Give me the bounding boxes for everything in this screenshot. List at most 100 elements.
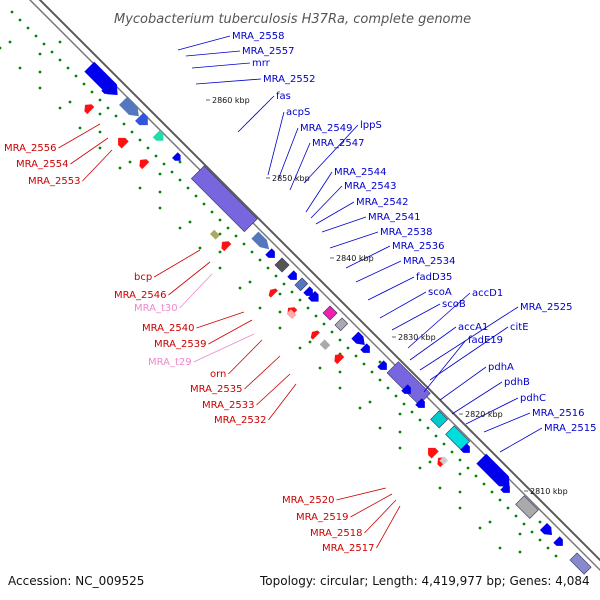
- genome-summary-text: Topology: circular; Length: 4,419,977 bp…: [259, 574, 590, 588]
- forward-gene-arrow: [135, 112, 148, 126]
- gc-dot: [158, 206, 162, 210]
- gc-dot: [278, 292, 282, 296]
- reverse-leader-line: [179, 273, 213, 309]
- reverse-leader-line: [58, 123, 101, 149]
- scale-mark-label: 2840 kbp: [336, 254, 374, 263]
- gc-dot: [186, 186, 190, 190]
- gc-dot: [0, 46, 2, 50]
- forward-gene-arrow: [377, 360, 387, 370]
- scale-mark-label: 2810 kbp: [530, 487, 568, 496]
- gc-dot: [10, 10, 14, 14]
- forward-gene-arrow: [152, 130, 164, 141]
- gc-dot: [398, 430, 402, 434]
- forward-leader-line: [409, 326, 457, 361]
- gc-dot: [138, 138, 142, 142]
- forward-leader-line: [423, 339, 467, 393]
- forward-leader-line: [367, 276, 415, 301]
- gc-dot: [330, 330, 334, 334]
- gc-dot: [128, 160, 132, 164]
- forward-gene-label: fadE19: [468, 335, 503, 346]
- forward-leader-line: [345, 245, 391, 269]
- gc-dot: [378, 426, 382, 430]
- gc-dot: [370, 370, 374, 374]
- gc-dot: [282, 282, 286, 286]
- gc-dot: [18, 18, 22, 22]
- gc-dot: [122, 122, 126, 126]
- reverse-gene-arrow: [221, 241, 232, 252]
- forward-gene-arrow: [415, 398, 425, 408]
- gc-dot: [26, 26, 30, 30]
- gc-dot: [450, 450, 454, 454]
- forward-gene-label: MRA_2544: [334, 167, 386, 178]
- gc-dot: [290, 290, 294, 294]
- forward-leader-line: [195, 78, 262, 85]
- forward-gene-arrow: [172, 152, 181, 161]
- gc-dot: [68, 100, 72, 104]
- forward-gene-arrow: [303, 286, 313, 296]
- reverse-leader-line: [376, 505, 401, 549]
- accession-text: Accession: NC_009525: [8, 574, 144, 588]
- gc-dot: [518, 532, 522, 536]
- forward-gene-arrow: [287, 270, 297, 280]
- reverse-gene-arrow: [84, 104, 95, 115]
- gc-dot: [114, 114, 118, 118]
- reverse-leader-line: [244, 355, 281, 390]
- forward-gene-block: [190, 165, 258, 233]
- gc-dot: [398, 446, 402, 450]
- forward-leader-line: [407, 292, 471, 349]
- reverse-leader-line: [196, 311, 245, 329]
- gc-dot: [522, 522, 526, 526]
- gc-dot: [554, 554, 558, 558]
- forward-gene-label: MRA_2549: [300, 123, 352, 134]
- reverse-gene-label: MRA_2519: [296, 512, 348, 523]
- forward-gene-label: MRA_2547: [312, 138, 364, 149]
- scale-mark-label: 2850 kbp: [272, 174, 310, 183]
- forward-gene-arrow: [360, 343, 370, 353]
- forward-gene-label: MRA_2542: [356, 197, 408, 208]
- forward-gene-label: MRA_2543: [344, 181, 396, 192]
- gc-dot: [458, 472, 462, 476]
- forward-gene-arrow: [539, 522, 552, 536]
- gc-dot: [308, 340, 312, 344]
- gc-dot: [394, 394, 398, 398]
- forward-leader-line: [321, 216, 367, 233]
- gc-dot: [278, 326, 282, 330]
- gc-dot: [18, 66, 22, 70]
- forward-gene-arrow: [351, 331, 365, 346]
- reverse-gene-label: MRA_2553: [28, 176, 80, 187]
- gc-dot: [258, 258, 262, 262]
- gc-dot: [402, 402, 406, 406]
- reverse-gene-arrow: [118, 137, 129, 149]
- reverse-gene-arrow: [310, 330, 320, 340]
- forward-leader-line: [499, 427, 543, 453]
- forward-leader-line: [237, 95, 275, 133]
- gc-dot: [318, 366, 322, 370]
- reverse-gene-label: MRA_2533: [202, 400, 254, 411]
- reverse-gene-label: MRA_2532: [214, 415, 266, 426]
- gc-dot: [474, 474, 478, 478]
- forward-gene-label: citE: [510, 322, 529, 333]
- reverse-gene-label: MRA_2535: [190, 384, 242, 395]
- reverse-gene-block: [209, 229, 220, 240]
- reverse-gene-arrow: [334, 354, 345, 365]
- forward-leader-line: [267, 111, 285, 176]
- gc-dot: [38, 70, 42, 74]
- forward-gene-arrow: [307, 290, 319, 302]
- forward-leader-line: [379, 291, 427, 319]
- gc-dot: [78, 126, 82, 130]
- forward-gene-label: scoB: [442, 299, 466, 310]
- gene-labels: MRA_2558MRA_2557mrrMRA_2552fasacpSMRA_25…: [4, 31, 596, 554]
- scale-mark-label: 2860 kbp: [212, 96, 250, 105]
- gc-dot: [238, 286, 242, 290]
- reverse-leader-line: [228, 339, 263, 375]
- gc-dot: [538, 538, 542, 542]
- forward-gene-arrow: [84, 61, 118, 95]
- gc-dot: [434, 434, 438, 438]
- gc-dot: [218, 218, 222, 222]
- gc-dot: [58, 58, 62, 62]
- gc-dot: [162, 162, 166, 166]
- forward-leader-line: [483, 412, 531, 433]
- reverse-leader-line: [168, 261, 211, 296]
- gc-dot: [458, 506, 462, 510]
